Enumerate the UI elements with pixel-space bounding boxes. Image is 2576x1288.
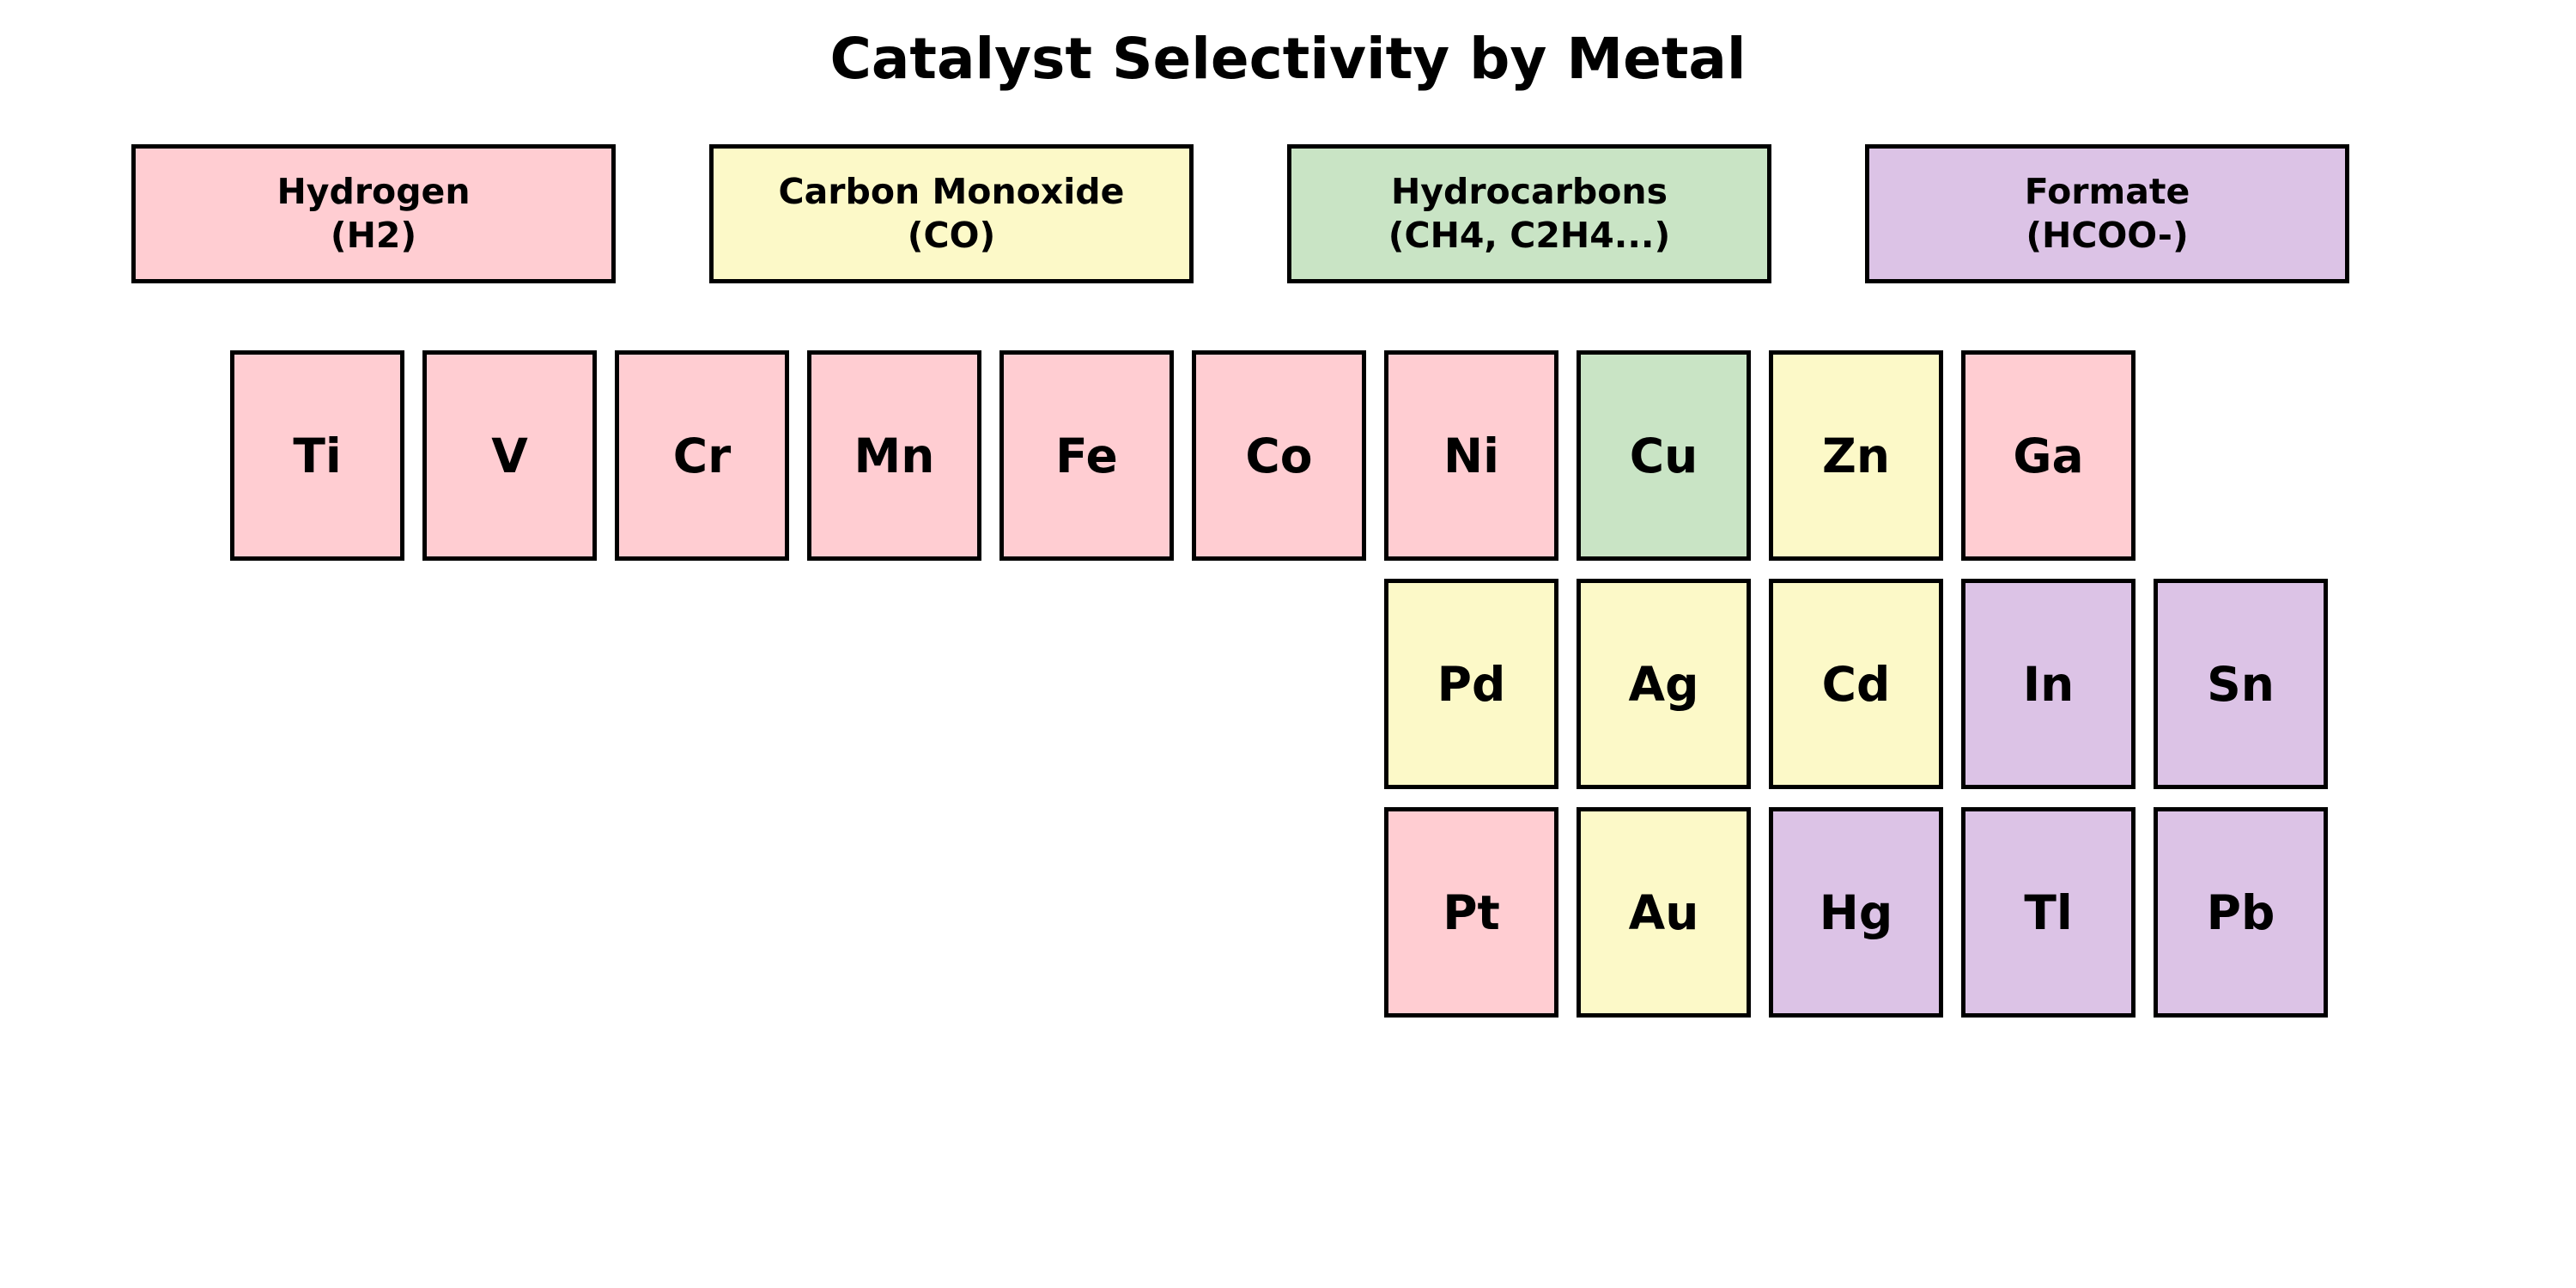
element-tile-tl: Tl xyxy=(1961,807,2136,1018)
element-tile-fe: Fe xyxy=(999,350,1174,561)
legend-label: Carbon Monoxide xyxy=(778,170,1125,212)
element-tile-co: Co xyxy=(1192,350,1366,561)
legend-label: Hydrogen xyxy=(276,170,471,212)
legend-box-carbon-monoxide: Carbon Monoxide (CO) xyxy=(709,144,1194,283)
element-tile-sn: Sn xyxy=(2154,579,2328,789)
element-tile-pb: Pb xyxy=(2154,807,2328,1018)
element-tile-cu: Cu xyxy=(1577,350,1751,561)
element-tile-zn: Zn xyxy=(1769,350,1943,561)
legend-box-formate: Formate (HCOO-) xyxy=(1865,144,2349,283)
chart-title: Catalyst Selectivity by Metal xyxy=(829,26,1747,92)
legend-box-hydrogen: Hydrogen (H2) xyxy=(131,144,616,283)
element-tile-pd: Pd xyxy=(1384,579,1558,789)
element-tile-ni: Ni xyxy=(1384,350,1558,561)
element-tile-ag: Ag xyxy=(1577,579,1751,789)
legend-label: Hydrocarbons xyxy=(1390,170,1668,212)
element-tile-cr: Cr xyxy=(615,350,789,561)
legend-sublabel: (HCOO-) xyxy=(2026,215,2189,256)
element-tile-v: V xyxy=(422,350,597,561)
legend-sublabel: (CO) xyxy=(907,215,996,256)
element-tile-ga: Ga xyxy=(1961,350,2136,561)
element-tile-in: In xyxy=(1961,579,2136,789)
element-tile-mn: Mn xyxy=(807,350,981,561)
element-tile-cd: Cd xyxy=(1769,579,1943,789)
legend-label: Formate xyxy=(2024,170,2190,212)
legend-sublabel: (CH4, C2H4...) xyxy=(1388,215,1671,256)
element-tile-ti: Ti xyxy=(230,350,404,561)
element-tile-hg: Hg xyxy=(1769,807,1943,1018)
element-tile-au: Au xyxy=(1577,807,1751,1018)
element-tile-pt: Pt xyxy=(1384,807,1558,1018)
legend-box-hydrocarbons: Hydrocarbons (CH4, C2H4...) xyxy=(1287,144,1771,283)
legend-sublabel: (H2) xyxy=(330,215,417,256)
